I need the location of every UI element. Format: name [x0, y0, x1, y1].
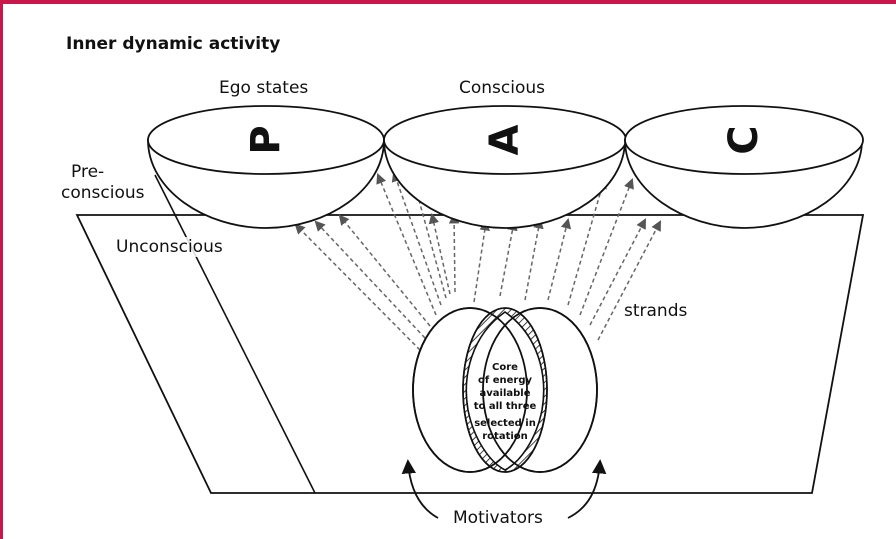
- strand-arrow: [547, 217, 572, 301]
- strand-arrow: [294, 223, 421, 351]
- preconscious-divider: [154, 174, 316, 494]
- strand-arrow: [314, 220, 426, 339]
- core-lens: [465, 311, 545, 471]
- core-text-line: selected in: [474, 418, 536, 429]
- strand-arrow: [338, 214, 431, 327]
- strand-arrow: [524, 217, 544, 301]
- ego-states-label: Ego states: [219, 78, 309, 98]
- unconscious-trapezoid: [75, 214, 865, 494]
- unconscious-label: Unconscious: [116, 237, 223, 257]
- preconscious-label-line2: conscious: [61, 183, 145, 203]
- motivator-arrow-left: [401, 459, 439, 519]
- strand-arrow: [597, 220, 661, 341]
- core-text-line: of energy: [478, 375, 532, 386]
- core-text-line: to all three: [474, 401, 537, 412]
- core-text-line: rotation: [482, 431, 528, 442]
- strands-label: strands: [624, 301, 688, 321]
- core-text: Core of energy available to all three se…: [474, 362, 537, 442]
- core-text-line: Core: [492, 362, 518, 373]
- strand-arrow: [376, 173, 437, 316]
- core-text-line: available: [480, 388, 531, 399]
- preconscious-label-line1: Pre-: [71, 162, 105, 182]
- bowl-letter-p: P: [243, 125, 289, 154]
- strand-arrow: [391, 171, 442, 306]
- strand-arrow: [589, 218, 646, 326]
- energy-core: [412, 307, 598, 473]
- motivator-arrow-right: [567, 459, 607, 519]
- strand-arrow: [567, 177, 607, 306]
- strand-arrow: [499, 219, 518, 297]
- diagram-title: Inner dynamic activity: [66, 34, 281, 54]
- bowl-letter-a: A: [482, 124, 528, 155]
- strand-arrow: [448, 212, 460, 293]
- strand-arrow: [579, 178, 634, 316]
- strand-arrow: [473, 219, 490, 303]
- strands-group: [294, 171, 661, 351]
- bowl-letter-c: C: [721, 125, 767, 154]
- bowl-a: [383, 105, 627, 229]
- bowl-p: [147, 105, 385, 229]
- bowl-c: [624, 105, 864, 229]
- conscious-label: Conscious: [459, 78, 546, 98]
- motivators-label: Motivators: [453, 508, 543, 528]
